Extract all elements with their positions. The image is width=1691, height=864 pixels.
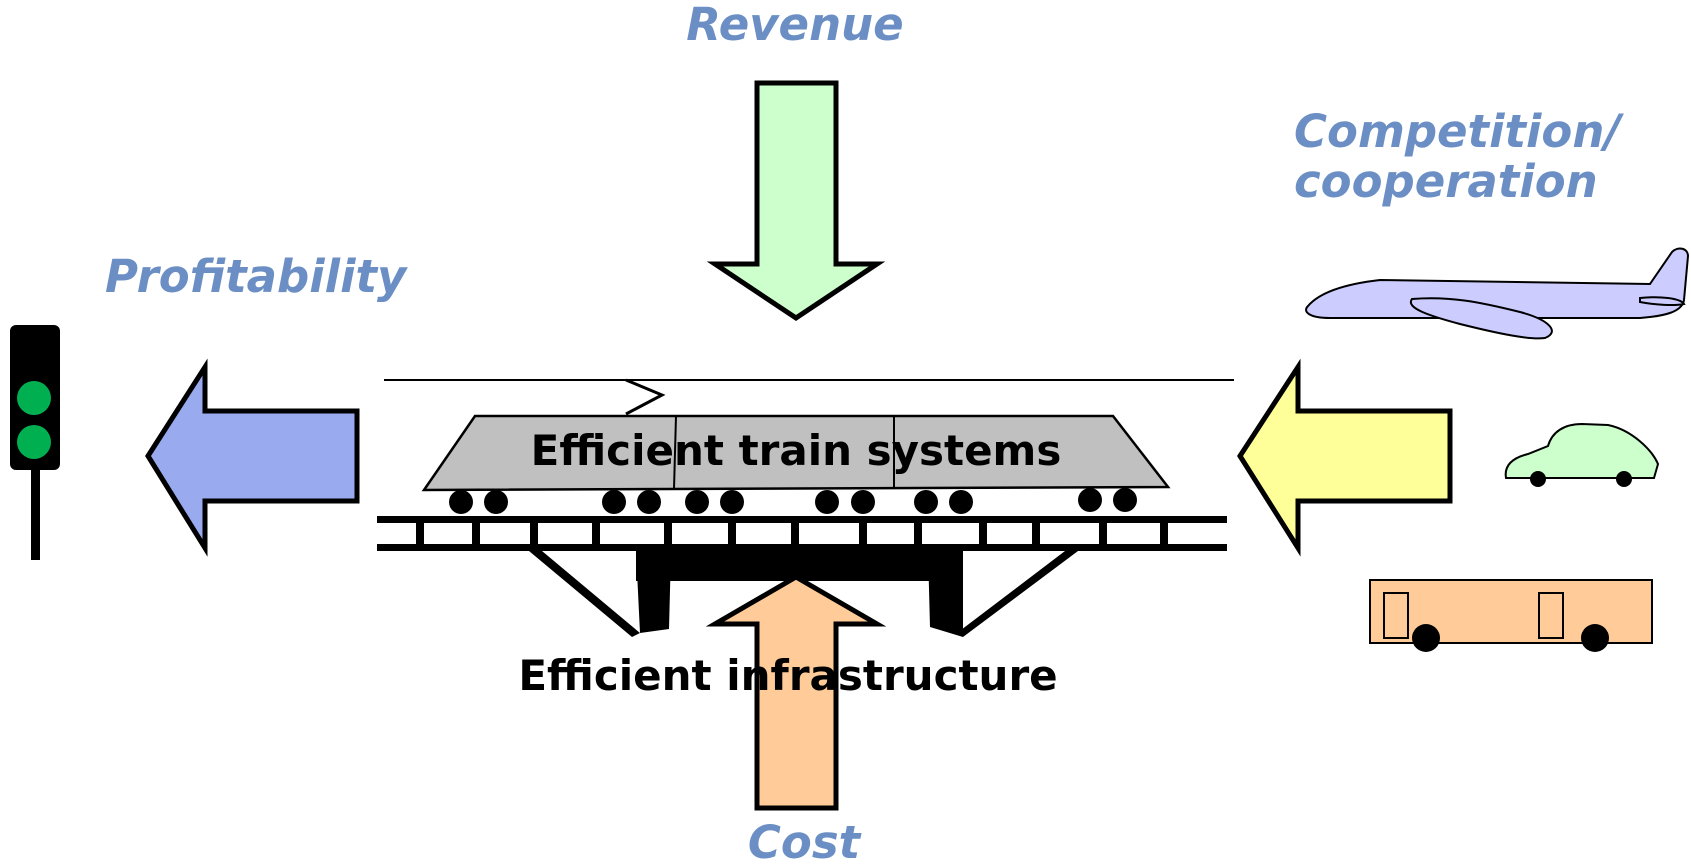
train-icon xyxy=(421,414,1171,514)
profitability-label: Profitability xyxy=(105,250,408,303)
traffic-light-icon xyxy=(10,325,60,560)
competition-arrow xyxy=(1237,358,1453,557)
competition-label-line1: Competition/ xyxy=(1294,105,1624,158)
cost-label: Cost xyxy=(748,816,862,864)
pantograph xyxy=(625,378,666,416)
car-icon xyxy=(1504,422,1660,487)
infrastructure-label: Efficient infrastructure xyxy=(518,651,1057,700)
bus-icon xyxy=(1369,579,1653,652)
revenue-label: Revenue xyxy=(686,0,903,51)
profitability-arrow xyxy=(145,358,360,557)
competition-label-line2: cooperation xyxy=(1294,155,1598,208)
bridge-icon xyxy=(377,516,1227,637)
train-systems-label: Efficient train systems xyxy=(531,426,1062,475)
revenue-arrow xyxy=(706,80,886,322)
cost-arrow xyxy=(705,574,887,811)
airplane-icon xyxy=(1305,247,1690,340)
